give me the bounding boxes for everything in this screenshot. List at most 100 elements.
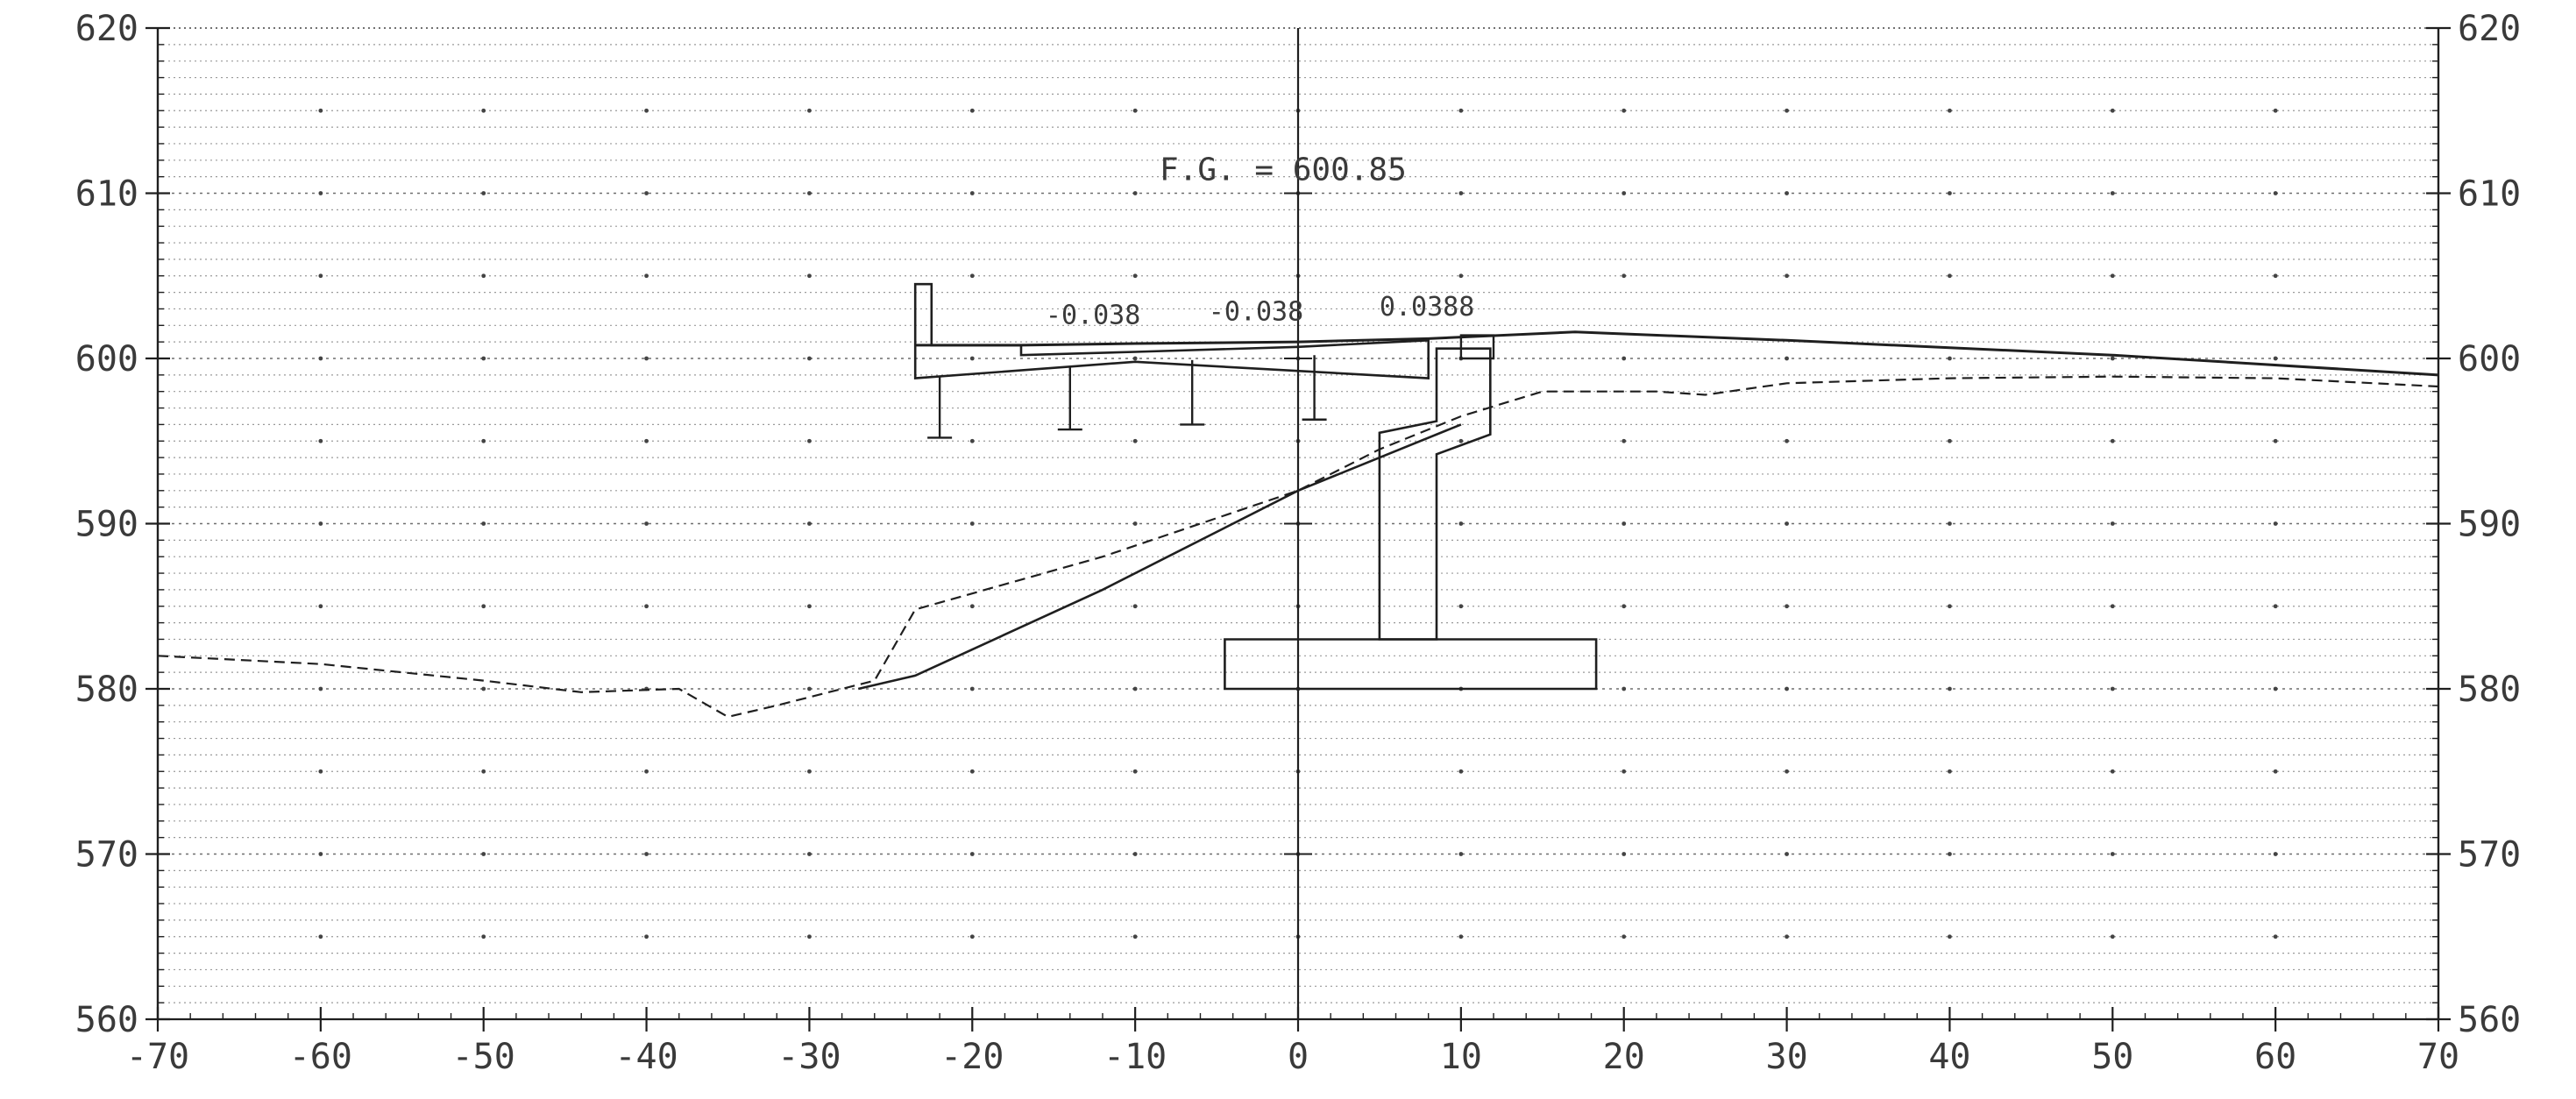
x-tick-label: -50 — [452, 1037, 515, 1077]
grid-dot — [1622, 852, 1627, 856]
grid-dot — [1458, 604, 1464, 609]
x-tick-label: 70 — [2417, 1037, 2459, 1077]
grid-dot — [969, 108, 975, 113]
grid-dot — [2273, 769, 2278, 774]
grid-dot — [1785, 686, 1789, 691]
grid-dot — [2273, 852, 2278, 856]
grid-dot — [644, 934, 649, 939]
y-tick-label-right: 600 — [2458, 339, 2521, 379]
ground-profiles — [157, 330, 2439, 719]
grid-dot — [1785, 273, 1789, 279]
x-tick-label: 20 — [1603, 1037, 1645, 1077]
grid-dot — [969, 604, 975, 609]
grid-dot — [1785, 191, 1789, 195]
grid-dot — [318, 273, 323, 279]
grid-dot — [1622, 686, 1627, 691]
grid-dot — [1622, 934, 1627, 939]
grid-dot — [2273, 604, 2278, 609]
grid-dot — [1948, 438, 1952, 443]
y-tick-label-right: 620 — [2458, 9, 2521, 49]
grid-dot — [1458, 852, 1464, 856]
y-tick-label-left: 600 — [75, 339, 138, 379]
grid-dot — [1785, 438, 1789, 443]
grid-dot — [1458, 438, 1464, 443]
grid-dot — [807, 438, 812, 443]
grid-dot — [1132, 438, 1138, 443]
grid-dot — [2110, 273, 2115, 279]
grid-dot — [2110, 438, 2115, 443]
grid-dot — [481, 769, 486, 774]
grid-dot — [1785, 769, 1789, 774]
grid-dot — [644, 273, 649, 279]
y-tick-label-left: 580 — [75, 670, 138, 710]
x-tick-label: -30 — [777, 1037, 841, 1077]
grid-dot — [807, 686, 812, 691]
grid-dot — [1948, 604, 1952, 609]
grid-dot — [969, 769, 975, 774]
grid-dot — [2273, 273, 2278, 279]
girder-stems — [927, 355, 1327, 439]
grid-dot — [1458, 273, 1464, 279]
y-tick-label-right: 580 — [2458, 670, 2521, 710]
grid-dot — [318, 521, 323, 526]
grid-dot — [2110, 191, 2115, 195]
grid-dot — [969, 852, 975, 856]
grid-dot — [1785, 604, 1789, 609]
x-tick-label: 40 — [1928, 1037, 1970, 1077]
grid-dot — [1948, 686, 1952, 691]
grid-dot — [2273, 191, 2278, 195]
grid-dot — [1458, 191, 1464, 195]
grid-dot — [2110, 934, 2115, 939]
pier-footing — [1224, 638, 1598, 691]
grid-dot — [1948, 521, 1952, 526]
slope-label: 0.0388 — [1380, 292, 1474, 323]
grid-dot — [1132, 521, 1138, 526]
y-tick-label-right: 610 — [2458, 174, 2521, 215]
deck-and-parapet — [913, 282, 1430, 380]
grid-dot — [1622, 356, 1627, 361]
grid-dot — [644, 521, 649, 526]
grid-dot — [2110, 521, 2115, 526]
grid-dot — [807, 852, 812, 856]
grid-dot — [969, 934, 975, 939]
grid-dot — [481, 273, 486, 279]
grid-dot — [2273, 686, 2278, 691]
slope-label: -0.038 — [1046, 300, 1140, 330]
grid-dot — [1622, 438, 1627, 443]
finished-grade-label: F.G. = 600.85 — [1160, 152, 1407, 188]
grid-dot — [2110, 604, 2115, 609]
grid-dot — [1132, 108, 1138, 113]
grid-dot — [318, 356, 323, 361]
grid-dot — [1132, 686, 1138, 691]
grid-dot — [807, 273, 812, 279]
grid-dot — [2110, 108, 2115, 113]
grid-dot — [1622, 521, 1627, 526]
grid-dot — [2273, 521, 2278, 526]
slope-label: -0.038 — [1209, 297, 1303, 328]
grid-dot — [644, 108, 649, 113]
existing-ground-line — [157, 375, 2439, 719]
grid-dot — [318, 191, 323, 195]
grid-dot — [1132, 604, 1138, 609]
grid-dot — [2273, 934, 2278, 939]
grid-dot — [481, 686, 486, 691]
grid-dot — [807, 108, 812, 113]
grid-dot — [1785, 356, 1789, 361]
grid-dot — [969, 438, 975, 443]
grid-dot — [481, 191, 486, 195]
grid-dot — [1458, 108, 1464, 113]
grid-dot — [1132, 273, 1138, 279]
grid-dot — [807, 521, 812, 526]
grid-dot — [969, 356, 975, 361]
grid-dot — [1132, 852, 1138, 856]
y-tick-label-left: 610 — [75, 174, 138, 215]
grid-dot — [1132, 191, 1138, 195]
grid-dot — [318, 438, 323, 443]
grid-dot — [1458, 769, 1464, 774]
grid-dot — [1458, 521, 1464, 526]
bearing-block — [1459, 334, 1495, 360]
grid-dot — [2110, 769, 2115, 774]
